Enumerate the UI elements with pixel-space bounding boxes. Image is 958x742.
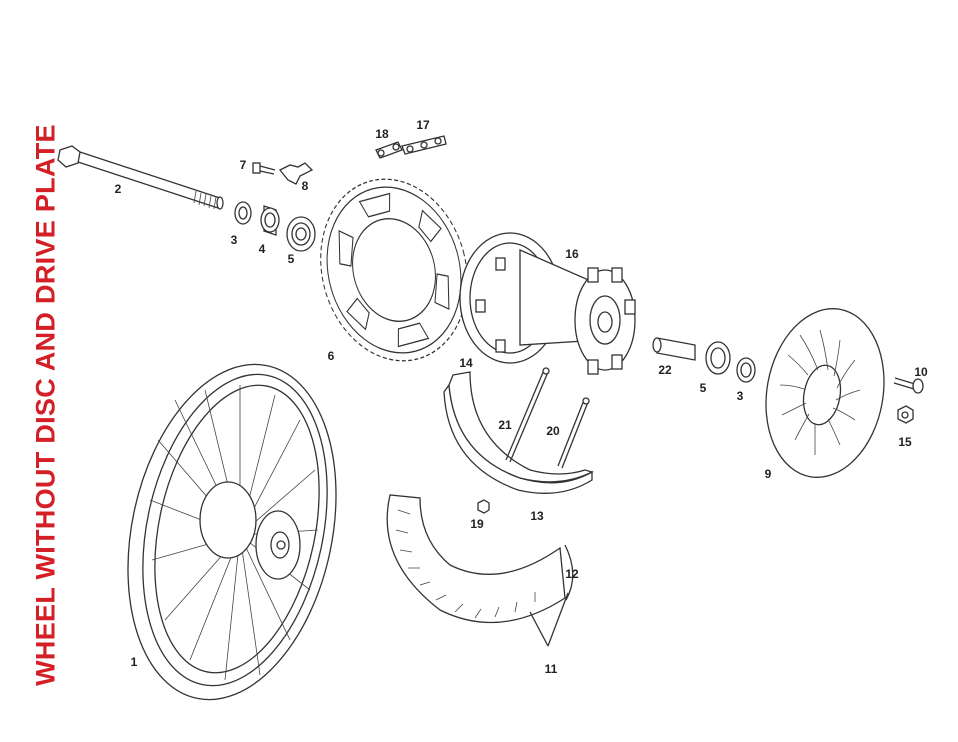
hub-part <box>459 232 636 375</box>
part-label-19: 19 <box>470 517 484 531</box>
diagram-title: WHEEL WITHOUT DISC AND DRIVE PLATE <box>30 124 61 686</box>
part-label-13: 13 <box>530 509 544 523</box>
part-label-8: 8 <box>301 179 309 193</box>
part-label-18: 18 <box>375 127 389 141</box>
spoke-parts <box>505 367 590 469</box>
part-label-10: 10 <box>914 365 928 379</box>
part-label-17: 17 <box>416 118 430 132</box>
wheel-assembly <box>127 363 337 701</box>
part-label-2: 2 <box>114 182 122 196</box>
part-label-11: 11 <box>544 662 558 676</box>
part-label-3: 3 <box>230 233 238 247</box>
part-label-22: 22 <box>658 363 672 377</box>
axle-part <box>57 145 224 210</box>
part-label-21: 21 <box>498 418 512 432</box>
nipple-part <box>477 499 490 514</box>
rim-band-parts <box>443 371 594 494</box>
chain-link-parts <box>375 135 447 159</box>
part-label-20: 20 <box>546 424 560 438</box>
part-label-6: 6 <box>327 349 335 363</box>
part-label-15: 15 <box>898 435 912 449</box>
bearing-parts-left <box>234 201 316 252</box>
part-label-5: 5 <box>287 252 295 266</box>
part-label-4: 4 <box>258 242 266 256</box>
part-label-3-right: 3 <box>736 389 744 403</box>
spacer-and-bearings-right <box>652 337 756 383</box>
part-label-1: 1 <box>130 655 138 669</box>
part-label-7: 7 <box>239 158 247 172</box>
part-label-5-right: 5 <box>699 381 707 395</box>
bolt-and-lock-parts <box>252 162 314 185</box>
disc-bolt-and-nut <box>893 377 924 424</box>
part-label-12: 12 <box>565 567 579 581</box>
tyre-part <box>386 494 574 647</box>
part-label-14: 14 <box>459 356 473 370</box>
brake-disc-part <box>765 308 885 478</box>
part-label-16: 16 <box>565 247 579 261</box>
part-label-9: 9 <box>764 467 772 481</box>
sprocket-part <box>320 178 468 362</box>
